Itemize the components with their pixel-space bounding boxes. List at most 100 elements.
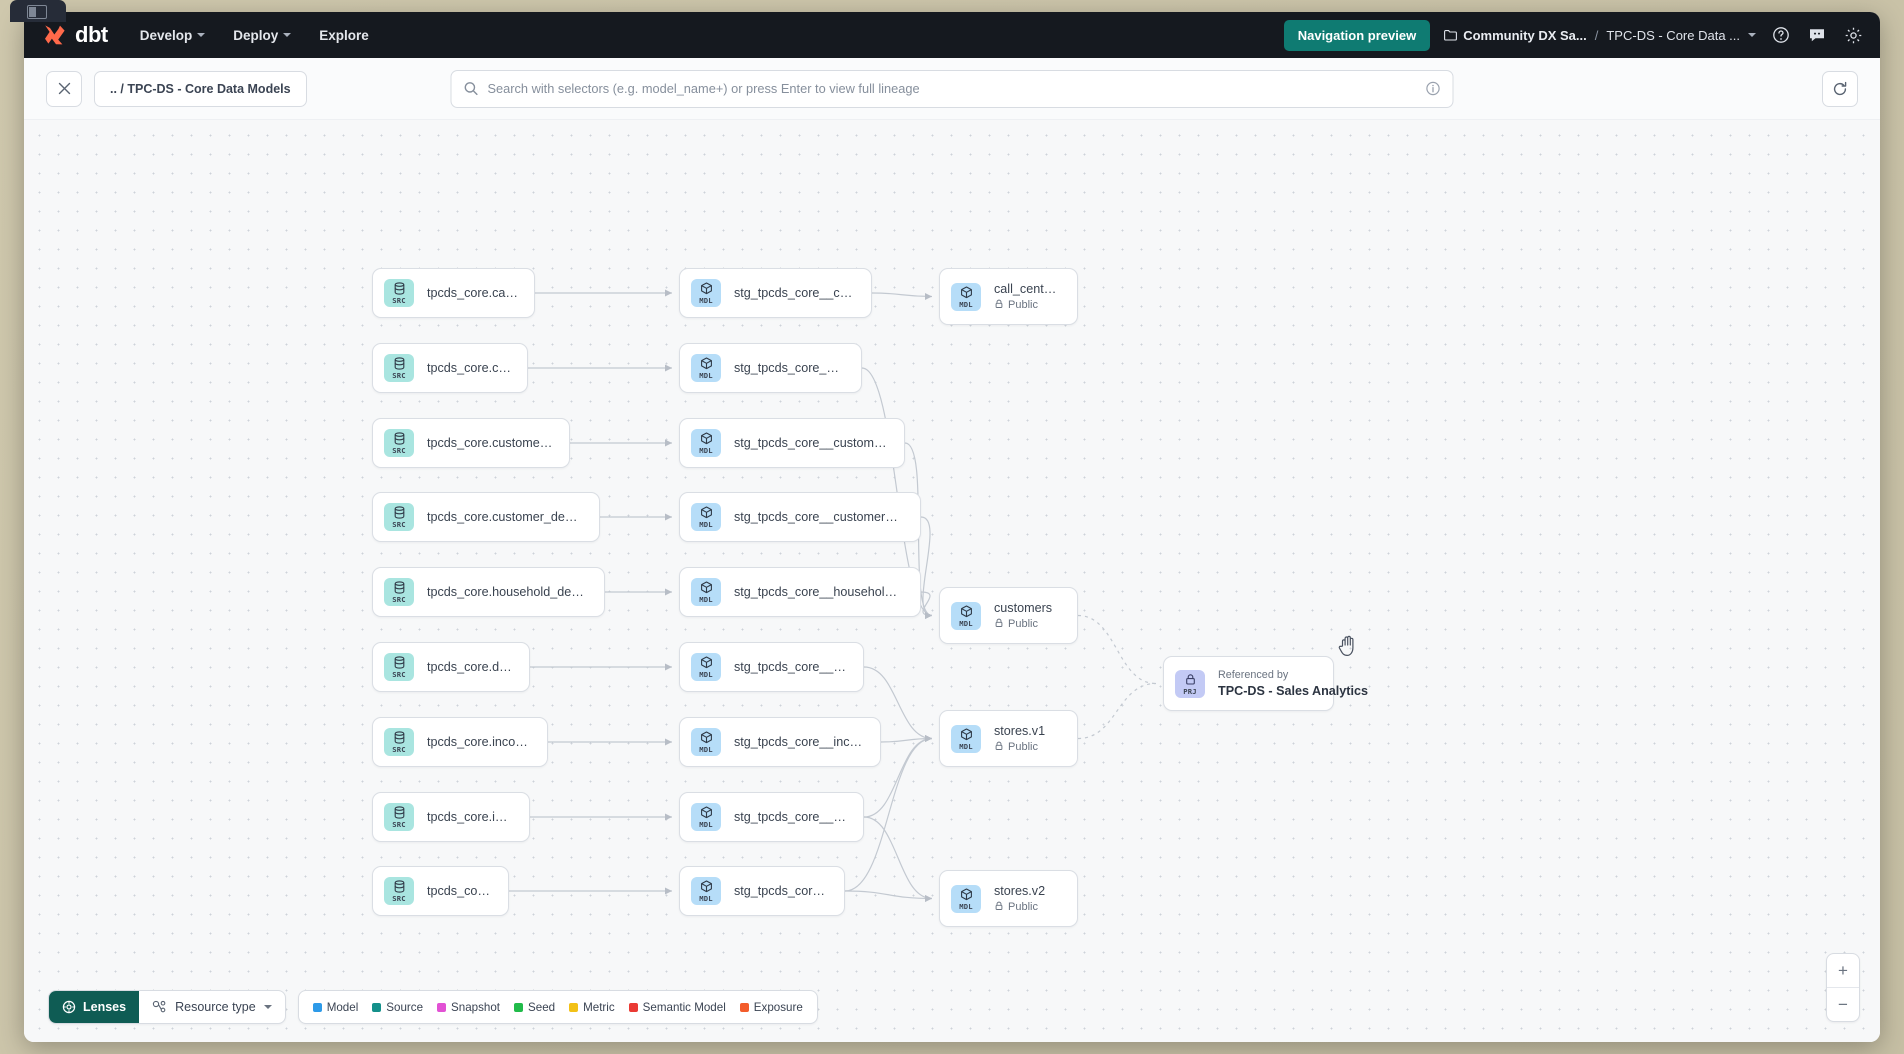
node-type-badge-src: SRC (384, 578, 414, 606)
graph-node-mdl_stg_inventory[interactable]: MDL stg_tpcds_core__inventory (679, 792, 864, 842)
legend-item-exposure[interactable]: Exposure (739, 1000, 803, 1014)
legend-item-metric[interactable]: Metric (569, 1001, 615, 1014)
legend-swatch (569, 1002, 579, 1012)
zoom-out-button[interactable]: − (1838, 994, 1848, 1014)
nav-item-develop[interactable]: Develop (140, 28, 206, 43)
search-input[interactable] (487, 81, 1417, 96)
badge-label: MDL (699, 670, 713, 679)
legend-item-source[interactable]: Source (372, 1001, 423, 1014)
edge-mdl_stg_store-to-mdl_stores_v2 (844, 890, 933, 903)
node-title: TPC-DS - Sales Analytics (1218, 684, 1369, 698)
badge-label: SRC (392, 595, 406, 604)
resource-type-button[interactable]: Resource type (139, 991, 285, 1023)
chevron-down-icon[interactable] (1748, 33, 1756, 37)
node-type-badge-mdl: MDL (691, 429, 721, 457)
close-button[interactable] (46, 70, 82, 107)
legend-item-seed[interactable]: Seed (514, 1001, 555, 1014)
graph-node-mdl_stg_income_band[interactable]: MDL stg_tpcds_core__income_band (679, 717, 881, 767)
nav-item-deploy[interactable]: Deploy (233, 28, 292, 43)
lenses-button[interactable]: Lenses (49, 991, 140, 1023)
cube-icon (700, 357, 713, 370)
legend-item-semantic-model[interactable]: Semantic Model (628, 1001, 726, 1014)
database-icon (393, 656, 406, 669)
nav-item-explore[interactable]: Explore (319, 27, 369, 43)
zoom-in-button[interactable]: + (1838, 960, 1848, 980)
cube-icon (700, 432, 713, 445)
main-nav-items: Develop Deploy Explore (140, 28, 369, 43)
node-body: stg_tpcds_core__inventory (734, 810, 847, 824)
legend-label: Exposure (753, 1000, 803, 1014)
graph-node-mdl_stg_customer_demographics[interactable]: MDLstg_tpcds_core__customer_demogra... (679, 492, 921, 542)
node-title: call_centers (994, 281, 1061, 296)
search-bar[interactable] (450, 69, 1454, 108)
badge-label: MDL (699, 820, 713, 829)
account-name[interactable]: Community DX Sa... (1444, 28, 1587, 43)
node-body: stg_tpcds_core__customer_demogra... (734, 510, 904, 524)
legend-item-snapshot[interactable]: Snapshot (437, 1001, 500, 1014)
refresh-button[interactable] (1822, 70, 1858, 107)
node-type-badge-mdl: MDL (691, 653, 721, 681)
feedback-icon[interactable] (1806, 24, 1828, 46)
node-type-badge-mdl: MDL (951, 724, 981, 753)
lineage-canvas[interactable]: SRCtpcds_core.call_centerSRCtpcds_core.c… (24, 120, 1880, 1042)
node-type-badge-src: SRC (384, 728, 414, 756)
edge-mdl_stg_call_center-to-mdl_call_centers (871, 292, 933, 301)
node-body: stg_tpcds_core__customer (734, 361, 845, 375)
node-title: tpcds_core.household_demographics (427, 585, 588, 599)
edge-mdl_stores_v1-to-prj_sales_analytics (1077, 682, 1157, 740)
help-icon[interactable] (1770, 24, 1792, 46)
dbt-logo[interactable]: dbt (42, 22, 108, 48)
node-body: stg_tpcds_core__income_band (734, 735, 864, 749)
legend-swatch (514, 1002, 524, 1012)
legend-label: Source (386, 1000, 424, 1014)
lock-icon (994, 741, 1004, 754)
graph-node-mdl_stg_household_demographics[interactable]: MDL stg_tpcds_core__household_demogr... (679, 567, 921, 617)
node-type-badge-src: SRC (384, 877, 414, 905)
node-body: tpcds_core.inventory (427, 810, 513, 824)
node-title: tpcds_core.customer_demographics (427, 510, 583, 524)
project-name[interactable]: TPC-DS - Core Data ... (1606, 27, 1740, 43)
navigation-preview-button[interactable]: Navigation preview (1283, 19, 1431, 51)
badge-label: MDL (699, 745, 713, 754)
search-icon (464, 82, 478, 96)
database-icon (393, 880, 406, 893)
folder-icon (1444, 29, 1458, 41)
node-title: stg_tpcds_core__household_demogr... (734, 585, 904, 599)
settings-icon[interactable] (1842, 24, 1864, 46)
node-title: customers (994, 600, 1053, 615)
lineage-breadcrumb[interactable]: .. / TPC-DS - Core Data Models (94, 70, 307, 107)
legend-label: Seed (528, 1000, 556, 1014)
node-type-badge-mdl: MDL (691, 578, 721, 606)
database-icon (393, 806, 406, 819)
node-body: tpcds_core.customer_address (427, 436, 553, 450)
legend-item-model[interactable]: Model (312, 1001, 358, 1014)
lenses-group: Lenses Resource type (48, 990, 286, 1024)
app-window: dbt Develop Deploy Explore Navigation pr… (24, 12, 1880, 1042)
legend-swatch (739, 1002, 749, 1012)
info-icon[interactable] (1426, 81, 1441, 96)
browser-tab-nub[interactable] (10, 0, 66, 22)
node-title: tpcds_core.customer (427, 361, 511, 375)
badge-label: MDL (699, 595, 713, 604)
node-type-badge-prj: PRJ (1175, 669, 1205, 698)
graph-node-src_household_demographics[interactable]: SRC tpcds_core.household_demographics (372, 567, 605, 617)
